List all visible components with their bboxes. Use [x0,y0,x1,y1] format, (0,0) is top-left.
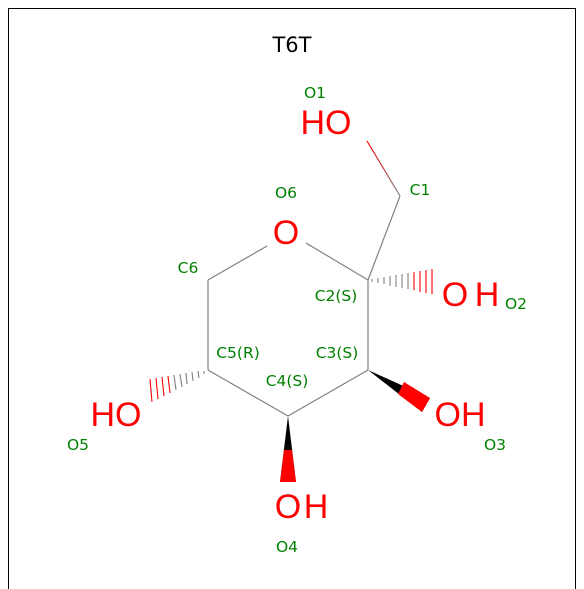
bond-c5-c4 [207,369,289,417]
atom-o4-h: H [304,488,329,526]
hashed-bond-c5-o5-red [149,375,171,403]
atom-o1: HO [301,104,352,142]
bond-c4-c3 [287,369,369,417]
bond-c1-o1 [366,140,401,197]
atom-o5: HO [91,396,142,434]
atom-o3: OH [435,396,486,434]
label-c6: C6 [178,259,199,277]
hashed-bond-c5-o5 [173,370,205,391]
ring-bonds [207,195,401,417]
hashed-bond-c2-o2-red [413,269,433,294]
atom-labels: O1 C1 O6 C6 C2(S) O2 C5(R) C3(S) C4(S) O… [67,84,527,556]
label-c5: C5(R) [216,344,260,362]
label-o4: O4 [276,538,298,556]
hashed-bond-c2-o2 [371,273,409,289]
bond-o6-c2 [305,242,369,281]
label-c1: C1 [410,181,431,199]
label-o2: O2 [505,295,527,313]
label-c3: C3(S) [316,344,359,362]
label-o3: O3 [484,436,506,454]
label-o6: O6 [275,184,297,202]
bond-c2-c1 [367,195,401,281]
label-o1: O1 [304,84,326,102]
label-c2: C2(S) [315,287,358,305]
atom-o6: O [273,214,299,252]
wedge-bond-c4-o4-red [280,450,296,482]
bond-c6-o6 [207,245,268,281]
label-c4: C4(S) [266,372,309,390]
molecule-title: T6T [271,33,311,57]
wedge-bond-c3-o3-red [398,382,430,412]
atom-o2: O [442,276,468,314]
atom-o4: O [275,488,301,526]
atom-o2-h: H [475,276,500,314]
label-o5: O5 [67,436,89,454]
diagram-frame [8,8,576,589]
